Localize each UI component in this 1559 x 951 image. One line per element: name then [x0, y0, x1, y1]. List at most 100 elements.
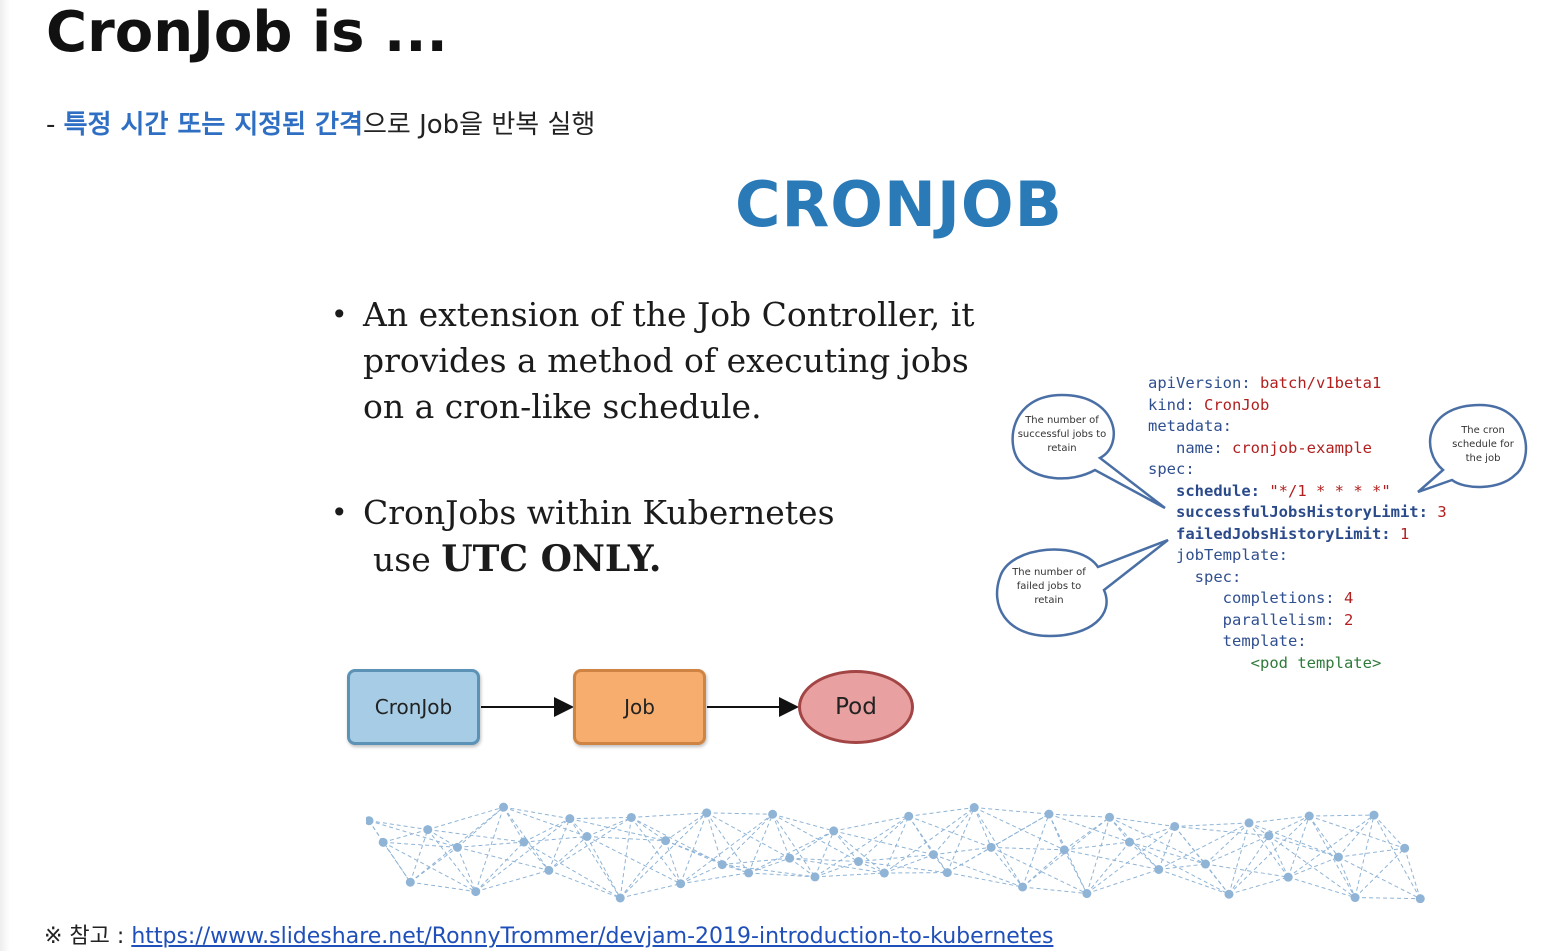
- network-link: [1308, 815, 1339, 858]
- reference-link[interactable]: https://www.slideshare.net/RonnyTrommer/…: [131, 924, 1054, 949]
- network-link: [1174, 826, 1230, 895]
- network-link: [1109, 816, 1175, 827]
- network-node: [1125, 837, 1135, 847]
- yaml-key: spec:: [1148, 460, 1195, 478]
- network-node: [768, 809, 778, 819]
- network-link: [1288, 856, 1339, 878]
- network-link: [619, 812, 708, 899]
- network-link: [772, 814, 791, 859]
- network-link: [789, 857, 885, 874]
- yaml-value: 3: [1437, 503, 1447, 521]
- left-edge-shade: [0, 0, 10, 951]
- cronjob-box: CronJob: [347, 669, 480, 745]
- network-link: [475, 841, 525, 892]
- network-link: [1404, 848, 1421, 899]
- network-link: [1268, 815, 1310, 837]
- network-link: [1205, 835, 1270, 865]
- figure-heading: CRONJOB: [735, 168, 1063, 241]
- network-link: [772, 813, 834, 832]
- network-link: [680, 872, 749, 885]
- yaml-key: metadata:: [1148, 417, 1232, 435]
- network-link: [1109, 816, 1130, 843]
- network-link: [908, 815, 934, 855]
- bullet-2-line-1: CronJobs within Kubernetes: [363, 493, 835, 532]
- network-link: [908, 815, 948, 873]
- network-link: [721, 813, 773, 865]
- network-link: [457, 806, 504, 848]
- network-link: [722, 857, 790, 866]
- network-node: [744, 868, 754, 878]
- network-node: [942, 868, 952, 878]
- network-node: [1105, 812, 1115, 822]
- yaml-code-block: apiVersion: batch/v1beta1 kind: CronJob …: [1148, 373, 1447, 674]
- network-link: [1337, 856, 1356, 898]
- network-node: [615, 893, 625, 903]
- yaml-key: failedJobsHistoryLimit:: [1176, 524, 1391, 543]
- network-node: [676, 879, 686, 889]
- network-link: [974, 807, 1065, 851]
- network-node: [854, 857, 864, 867]
- bullet-1-text: An extension of the Job Controller, it p…: [363, 295, 975, 426]
- yaml-key: name:: [1176, 438, 1223, 457]
- network-node: [1283, 872, 1293, 882]
- network-link: [974, 807, 1050, 815]
- network-node: [969, 803, 979, 813]
- yaml-value: 2: [1343, 610, 1354, 629]
- network-link: [884, 854, 934, 874]
- network-link: [1063, 849, 1088, 894]
- yaml-key: spec:: [1194, 567, 1242, 586]
- network-node: [1200, 859, 1210, 869]
- network-link: [503, 806, 525, 843]
- yaml-key: jobTemplate:: [1176, 546, 1288, 564]
- network-node: [565, 814, 575, 824]
- network-link: [748, 872, 816, 878]
- subtitle-rest: 으로 Job을 반복 실행: [362, 110, 596, 140]
- network-link: [1205, 863, 1230, 895]
- network-node: [661, 836, 671, 846]
- network-link: [814, 815, 909, 878]
- network-decoration: [366, 802, 1425, 903]
- network-link: [706, 812, 723, 865]
- network-link: [973, 807, 1024, 888]
- bullet-2-line-2-prefix: use: [373, 540, 442, 579]
- network-node: [810, 872, 820, 882]
- network-link: [1022, 816, 1110, 888]
- network-link: [946, 807, 975, 873]
- network-link: [523, 818, 571, 843]
- network-link: [665, 840, 749, 874]
- network-link: [1248, 822, 1339, 858]
- network-link: [548, 818, 571, 871]
- network-node: [986, 842, 996, 852]
- network-link: [858, 861, 948, 874]
- network-link: [1338, 814, 1375, 858]
- yaml-value: 4: [1343, 589, 1354, 607]
- network-link: [631, 812, 707, 818]
- network-link: [475, 869, 549, 893]
- bullet-2: • CronJobs within Kubernetes use UTC ONL…: [331, 490, 923, 583]
- subtitle-prefix: -: [46, 110, 64, 140]
- network-link: [427, 829, 477, 892]
- network-link: [1373, 814, 1406, 849]
- subtitle-highlight: 특정 시간 또는 지정된 간격: [63, 110, 363, 140]
- network-link: [586, 836, 666, 842]
- bullet-dot-icon: •: [331, 298, 348, 331]
- network-link: [548, 869, 621, 899]
- reference-prefix: ※ 참고 :: [44, 924, 132, 949]
- network-node: [1333, 852, 1343, 862]
- yaml-key: parallelism:: [1222, 610, 1335, 629]
- network-link: [1109, 816, 1160, 870]
- network-link: [814, 830, 835, 878]
- network-link: [523, 841, 621, 899]
- network-link: [1064, 841, 1130, 851]
- yaml-value: batch/v1beta1: [1260, 374, 1382, 392]
- network-link: [1268, 835, 1356, 898]
- network-node: [1059, 845, 1069, 855]
- network-link: [1354, 814, 1375, 898]
- network-link: [706, 812, 750, 874]
- network-link: [1288, 876, 1356, 898]
- network-link: [665, 840, 682, 884]
- network-link: [933, 854, 1023, 888]
- yaml-key: completions:: [1222, 589, 1335, 607]
- network-link: [569, 816, 632, 820]
- network-link: [586, 836, 681, 885]
